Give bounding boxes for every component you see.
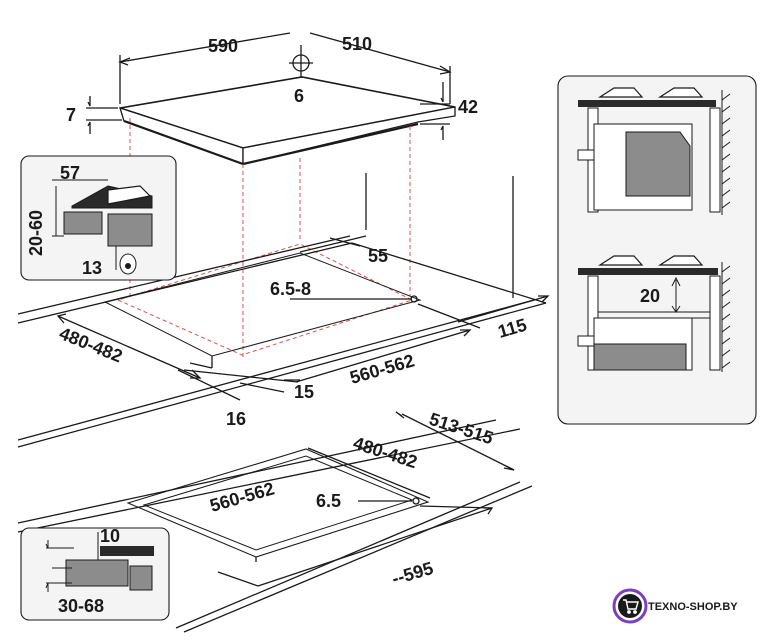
dim-cutout-width-bottom: 560-562	[208, 478, 277, 515]
brand-logo: TEXNO-SHOP.BY	[612, 588, 738, 624]
brand-name: TEXNO-SHOP.BY	[648, 601, 738, 613]
dim-hob-height: 42	[458, 97, 478, 117]
worktop-lower	[17, 411, 533, 633]
dim-hob-depth: 510	[342, 34, 372, 54]
side-detail-top	[20, 155, 177, 281]
dim-front-a: 15	[294, 382, 314, 402]
dim-flush-lip: 10	[100, 526, 120, 546]
dim-flush-thickness: 30-68	[58, 596, 104, 616]
dim-back-distance: 115	[496, 315, 529, 342]
dim-side-thickness: 20-60	[26, 210, 46, 256]
oven-install-panel	[557, 75, 757, 425]
dim-front-b: 16	[226, 409, 246, 429]
dim-recess-depth: 513-515	[427, 409, 496, 448]
dim-recess-width: --595	[390, 558, 436, 589]
dim-hole-top: 6.5-8	[270, 279, 311, 299]
side-detail-bottom	[20, 527, 170, 621]
dim-fixing-hole: 6	[294, 86, 304, 106]
dim-hole-bottom: 6.5	[316, 491, 341, 511]
dim-side-depth: 57	[60, 163, 80, 183]
dim-side-gap: 13	[82, 258, 102, 278]
dim-oven-gap: 20	[640, 286, 660, 306]
worktop-upper	[17, 173, 550, 448]
cart-icon	[623, 599, 639, 614]
dim-wall-clearance: 55	[368, 246, 388, 266]
dim-glass-thickness: 7	[66, 105, 76, 125]
dim-hob-width: 590	[208, 36, 238, 56]
hob-top-view	[86, 32, 456, 166]
